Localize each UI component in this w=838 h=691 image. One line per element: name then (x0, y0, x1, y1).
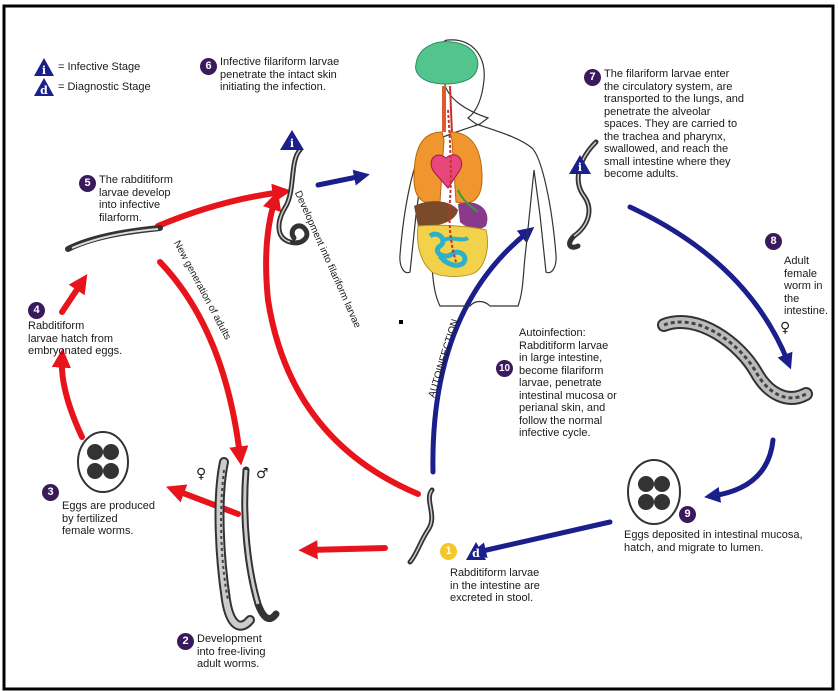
female-symbol-step2: ♀ (196, 466, 206, 482)
arrow-5-to-6 (158, 192, 282, 226)
brain-icon (416, 42, 478, 84)
step-8-badge: 8 (765, 233, 782, 250)
svg-text:i: i (42, 64, 46, 77)
female-symbol-step8: ♀ (780, 320, 790, 336)
step-3-text: Eggs are produced by fertilized female w… (62, 500, 155, 538)
step-2-badge: 2 (177, 633, 194, 650)
arrow-9-to-1 (478, 522, 610, 552)
step-6-text: Infective filariform larvae penetrate th… (220, 56, 339, 94)
step-9-badge: 9 (679, 506, 696, 523)
arrow-1-to-2 (308, 548, 385, 550)
stomach-icon (458, 202, 487, 229)
step-5-text: The rabditiform larvae develop into infe… (99, 174, 173, 224)
legend-infective-label: = Infective Stage (58, 61, 140, 74)
free-living-male-worm (245, 470, 276, 619)
free-living-cycle-arrows (62, 192, 418, 550)
arrow-2-to-3 (175, 490, 238, 514)
step-10-badge: 10 (496, 360, 513, 377)
step-1-badge: 1 (440, 543, 457, 560)
filariform-larva-step5 (68, 228, 160, 249)
egg-step9 (628, 460, 680, 524)
liver-icon (414, 201, 458, 226)
arrow-8-to-9 (712, 440, 773, 496)
step-8-text: Adult female worm in the intestine. (784, 255, 838, 318)
step-4-text: Rabditiform larvae hatch from embryonate… (28, 320, 122, 358)
step-3-badge: 3 (42, 484, 59, 501)
svg-text:d: d (472, 547, 480, 560)
legend-diagnostic-label: = Diagnostic Stage (58, 81, 151, 94)
step-2-text: Development into free-living adult worms… (197, 633, 265, 671)
step-7-text: The filariform larvae enter the circulat… (604, 68, 744, 181)
infective-marker-step7: i (569, 155, 591, 174)
svg-text:i: i (578, 161, 582, 174)
svg-text:i: i (290, 137, 294, 150)
step-6-badge: 6 (200, 58, 217, 75)
infective-marker-step6: i (280, 130, 304, 150)
step-9-text: Eggs deposited in intestinal mucosa, hat… (624, 529, 803, 554)
rhabditiform-larva-step1 (410, 490, 432, 562)
arrow-4-to-5 (62, 282, 82, 312)
step-4-badge: 4 (28, 302, 45, 319)
arrow-6-to-body (318, 176, 362, 185)
step-10-text: Autoinfection: Rabditiform larvae in lar… (519, 327, 617, 440)
step-5-badge: 5 (79, 175, 96, 192)
legend-diagnostic-icon: d (34, 78, 54, 97)
svg-text:d: d (40, 84, 48, 97)
egg-step3 (78, 432, 128, 492)
arrow-7-to-8 (630, 207, 788, 362)
human-body-illustration (399, 40, 556, 324)
step-1-text: Rabditiform larvae in the intestine are … (450, 567, 540, 605)
male-symbol-step2: ♂ (256, 466, 269, 482)
legend-infective-icon: i (34, 58, 54, 77)
arrow-3-to-4 (62, 358, 82, 437)
step-7-badge: 7 (584, 69, 601, 86)
